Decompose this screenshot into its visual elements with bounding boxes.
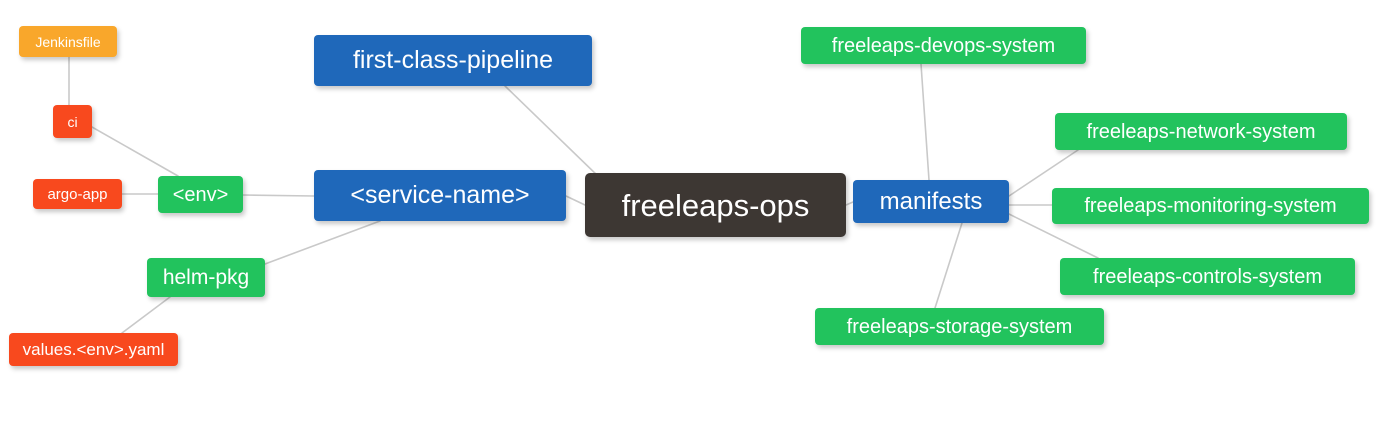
mindmap-node-argo-app[interactable]: argo-app <box>33 179 122 209</box>
edge-freeleaps-ops-to-first-class-pipeline <box>504 85 601 179</box>
edge-helm-pkg-to-values-env-yaml <box>121 296 171 334</box>
edge-freeleaps-ops-to-service-name <box>565 195 586 206</box>
mindmap-node-first-class-pipeline[interactable]: first-class-pipeline <box>314 35 592 86</box>
edge-env-to-ci <box>91 126 179 177</box>
mindmap-node-service-name[interactable]: <service-name> <box>314 170 566 221</box>
edge-service-name-to-helm-pkg <box>264 220 381 265</box>
mindmap-node-helm-pkg[interactable]: helm-pkg <box>147 258 265 297</box>
mindmap-node-ci[interactable]: ci <box>53 105 92 138</box>
mindmap-node-freeleaps-network-system[interactable]: freeleaps-network-system <box>1055 113 1347 150</box>
mindmap-node-freeleaps-monitoring-system[interactable]: freeleaps-monitoring-system <box>1052 188 1369 224</box>
edge-manifests-to-freeleaps-devops-system <box>920 63 930 181</box>
mindmap-node-freeleaps-controls-system[interactable]: freeleaps-controls-system <box>1060 258 1355 295</box>
mindmap-node-values-env-yaml[interactable]: values.<env>.yaml <box>9 333 178 366</box>
edge-service-name-to-env <box>242 194 315 197</box>
edge-manifests-to-freeleaps-storage-system <box>934 222 963 309</box>
mindmap-node-jenkinsfile[interactable]: Jenkinsfile <box>19 26 117 57</box>
edge-freeleaps-ops-to-manifests <box>845 201 854 206</box>
mindmap-node-freeleaps-storage-system[interactable]: freeleaps-storage-system <box>815 308 1104 345</box>
mindmap-node-freeleaps-ops[interactable]: freeleaps-ops <box>585 173 846 237</box>
mindmap-node-env[interactable]: <env> <box>158 176 243 213</box>
mindmap-node-manifests[interactable]: manifests <box>853 180 1009 223</box>
mindmap-node-freeleaps-devops-system[interactable]: freeleaps-devops-system <box>801 27 1086 64</box>
